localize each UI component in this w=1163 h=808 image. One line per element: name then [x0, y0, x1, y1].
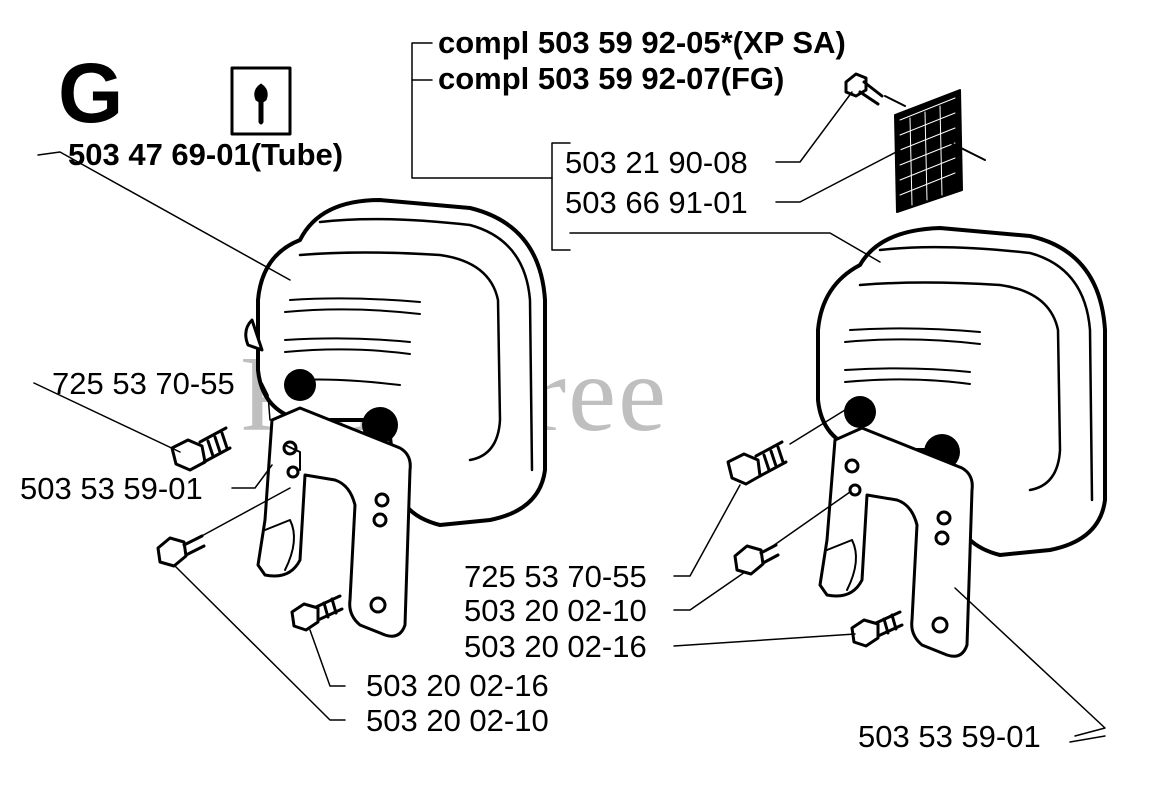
label-plate-right: 503 53 59-01	[858, 719, 1041, 754]
label-screw-10-left: 503 20 02-10	[366, 703, 549, 738]
left-bolt	[170, 426, 232, 472]
top-screw	[844, 72, 884, 106]
wrench-icon-box	[230, 66, 292, 136]
right-bolt	[726, 440, 788, 486]
section-letter: G	[58, 46, 124, 140]
label-tube: 503 47 69-01(Tube)	[68, 137, 344, 172]
label-compl-fg: compl 503 59 92-07(FG)	[438, 61, 785, 96]
label-screw-10-right: 503 20 02-10	[464, 593, 647, 628]
right-plate	[818, 426, 974, 658]
label-bolt-right: 725 53 70-55	[464, 559, 647, 594]
label-screw-16-left: 503 20 02-16	[366, 668, 549, 703]
left-muffler	[244, 198, 547, 527]
label-compl-xp-sa: compl 503 59 92-05*(XP SA)	[438, 25, 846, 60]
spark-screen	[884, 89, 986, 213]
right-screw-10	[733, 543, 780, 576]
left-screw-16	[290, 594, 344, 632]
leader-lines	[33, 42, 1106, 743]
label-screw-16-right: 503 20 02-16	[464, 629, 647, 664]
left-screw-10	[156, 534, 206, 568]
label-plate-left: 503 53 59-01	[20, 471, 203, 506]
right-screw-16	[850, 610, 904, 648]
label-bolt-left: 725 53 70-55	[52, 366, 235, 401]
label-screw-top: 503 21 90-08	[565, 145, 748, 180]
left-plate	[256, 406, 412, 638]
right-muffler	[816, 226, 1107, 557]
label-spark-screen: 503 66 91-01	[565, 185, 748, 220]
